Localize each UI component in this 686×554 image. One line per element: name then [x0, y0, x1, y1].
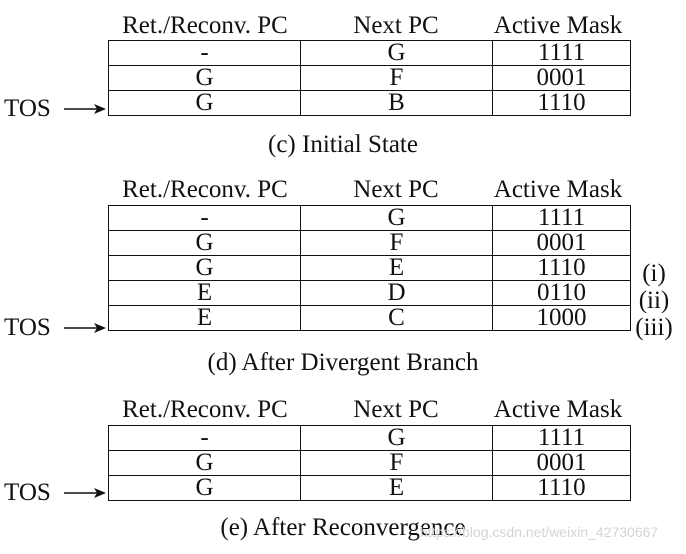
active-mask-cell: 1111 — [492, 425, 631, 451]
step-marker-iii: (iii) — [635, 314, 673, 341]
tos-arrow-icon — [64, 104, 106, 114]
stack-row-tos: G B 1110 — [108, 90, 631, 116]
next-pc-cell: E — [300, 255, 493, 281]
tos-arrow-icon — [64, 488, 106, 498]
stack-row: G F 0001 — [108, 450, 631, 476]
next-pc-cell: F — [300, 230, 493, 256]
header-active-mask: Active Mask — [493, 396, 623, 423]
next-pc-cell: G — [300, 205, 493, 231]
ret-pc-cell: G — [108, 230, 301, 256]
ret-pc-cell: - — [108, 205, 301, 231]
ret-pc-cell: - — [108, 40, 301, 66]
header-next-pc: Next PC — [353, 12, 439, 39]
header-next-pc: Next PC — [353, 176, 439, 203]
ret-pc-cell: E — [108, 305, 301, 331]
stack-row-tos: E C 1000 — [108, 305, 631, 331]
active-mask-cell: 0001 — [492, 450, 631, 476]
tos-arrow-icon — [64, 323, 106, 333]
next-pc-cell: E — [300, 475, 493, 501]
header-ret-reconv-pc: Ret./Reconv. PC — [122, 12, 288, 39]
header-active-mask: Active Mask — [493, 176, 623, 203]
next-pc-cell: F — [300, 450, 493, 476]
ret-pc-cell: G — [108, 90, 301, 116]
next-pc-cell: F — [300, 65, 493, 91]
active-mask-cell: 1111 — [492, 40, 631, 66]
stack-row: - G 1111 — [108, 40, 631, 66]
stack-row: G F 0001 — [108, 230, 631, 256]
next-pc-cell: G — [300, 425, 493, 451]
active-mask-cell: 1110 — [492, 90, 631, 116]
ret-pc-cell: - — [108, 425, 301, 451]
caption-after-divergent-branch: (d) After Divergent Branch — [207, 349, 479, 376]
header-ret-reconv-pc: Ret./Reconv. PC — [122, 396, 288, 423]
stack-row: G F 0001 — [108, 65, 631, 91]
next-pc-cell: G — [300, 40, 493, 66]
header-ret-reconv-pc: Ret./Reconv. PC — [122, 176, 288, 203]
stack-row: - G 1111 — [108, 425, 631, 451]
stack-row: E D 0110 — [108, 280, 631, 306]
active-mask-cell: 1111 — [492, 205, 631, 231]
watermark: https://blog.csdn.net/weixin_42730667 — [420, 524, 659, 540]
active-mask-cell: 1110 — [492, 255, 631, 281]
stack-row: - G 1111 — [108, 205, 631, 231]
step-marker-i: (i) — [642, 260, 666, 287]
ret-pc-cell: G — [108, 255, 301, 281]
stack-row-tos: G E 1110 — [108, 475, 631, 501]
tos-label: TOS — [4, 95, 51, 122]
caption-initial-state: (c) Initial State — [268, 131, 418, 158]
step-marker-ii: (ii) — [638, 287, 670, 314]
header-active-mask: Active Mask — [493, 12, 623, 39]
simt-stack-table: - G 1111 G F 0001 G E 1110 — [108, 425, 631, 501]
tos-label: TOS — [4, 479, 51, 506]
next-pc-cell: D — [300, 280, 493, 306]
active-mask-cell: 0110 — [492, 280, 631, 306]
simt-stack-table: - G 1111 G F 0001 G B 1110 — [108, 40, 631, 116]
active-mask-cell: 1110 — [492, 475, 631, 501]
next-pc-cell: C — [300, 305, 493, 331]
active-mask-cell: 0001 — [492, 230, 631, 256]
stack-row: G E 1110 — [108, 255, 631, 281]
simt-stack-table: - G 1111 G F 0001 G E 1110 E D 0110 E C … — [108, 205, 631, 331]
header-next-pc: Next PC — [353, 396, 439, 423]
ret-pc-cell: E — [108, 280, 301, 306]
caption-after-reconvergence: (e) After Reconvergence — [220, 514, 466, 541]
ret-pc-cell: G — [108, 450, 301, 476]
active-mask-cell: 0001 — [492, 65, 631, 91]
ret-pc-cell: G — [108, 65, 301, 91]
active-mask-cell: 1000 — [492, 305, 631, 331]
next-pc-cell: B — [300, 90, 493, 116]
tos-label: TOS — [4, 314, 51, 341]
ret-pc-cell: G — [108, 475, 301, 501]
